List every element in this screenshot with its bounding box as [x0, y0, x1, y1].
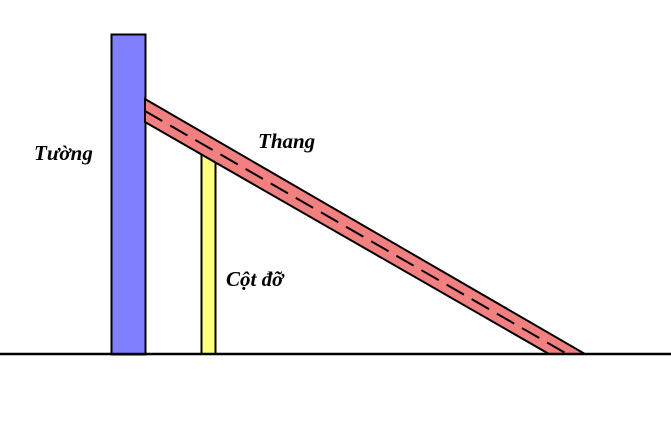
wall	[110, 33, 147, 356]
support-post	[200, 151, 217, 355]
ladder-label: Thang	[258, 129, 315, 153]
support-label: Cột đỡ	[226, 267, 285, 291]
ladder-center-line	[144, 110, 568, 355]
wall-label: Tường	[34, 141, 93, 165]
